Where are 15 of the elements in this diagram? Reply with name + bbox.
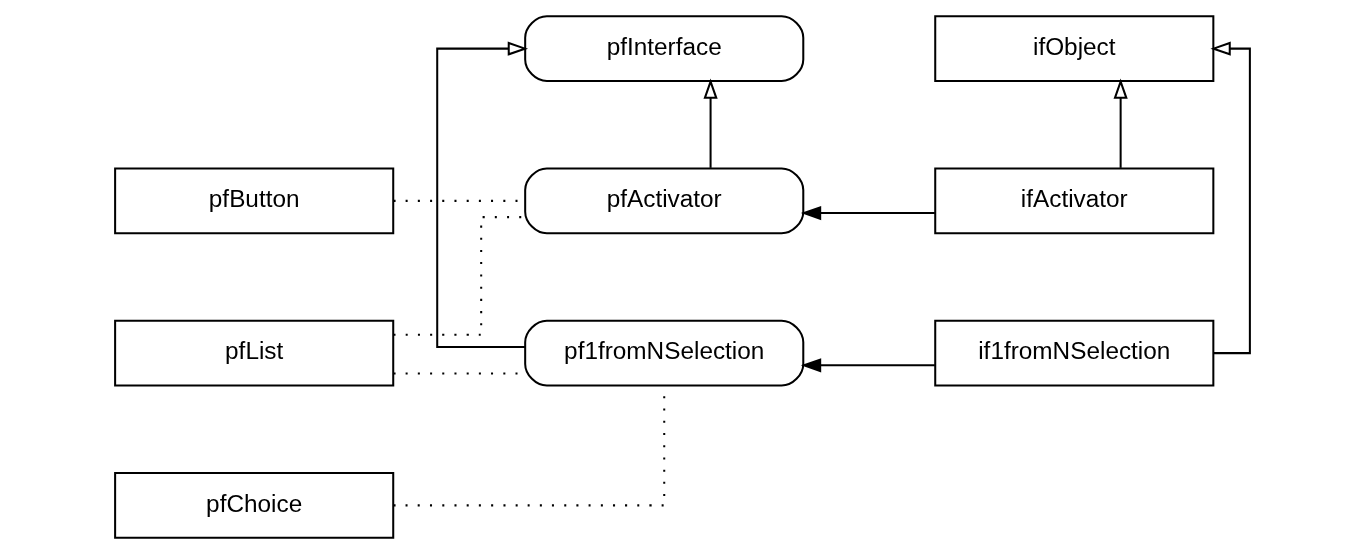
arrow — [800, 358, 935, 373]
arrow — [1209, 41, 1251, 355]
arrow — [1113, 78, 1128, 168]
node-box: pfActivator — [523, 167, 804, 235]
node-box: pfChoice — [113, 471, 394, 539]
node-box: if1fromNSelection — [933, 319, 1214, 387]
arrow — [435, 41, 528, 349]
node-box: pfButton — [113, 167, 394, 235]
arrow — [702, 78, 718, 168]
node-box: pfInterface — [523, 15, 804, 83]
node-box: ifObject — [933, 15, 1214, 83]
arrow — [800, 205, 935, 221]
node-box: ifActivator — [933, 167, 1214, 235]
node-box: pfList — [113, 319, 394, 387]
node-box: pf1fromNSelection — [523, 319, 804, 387]
